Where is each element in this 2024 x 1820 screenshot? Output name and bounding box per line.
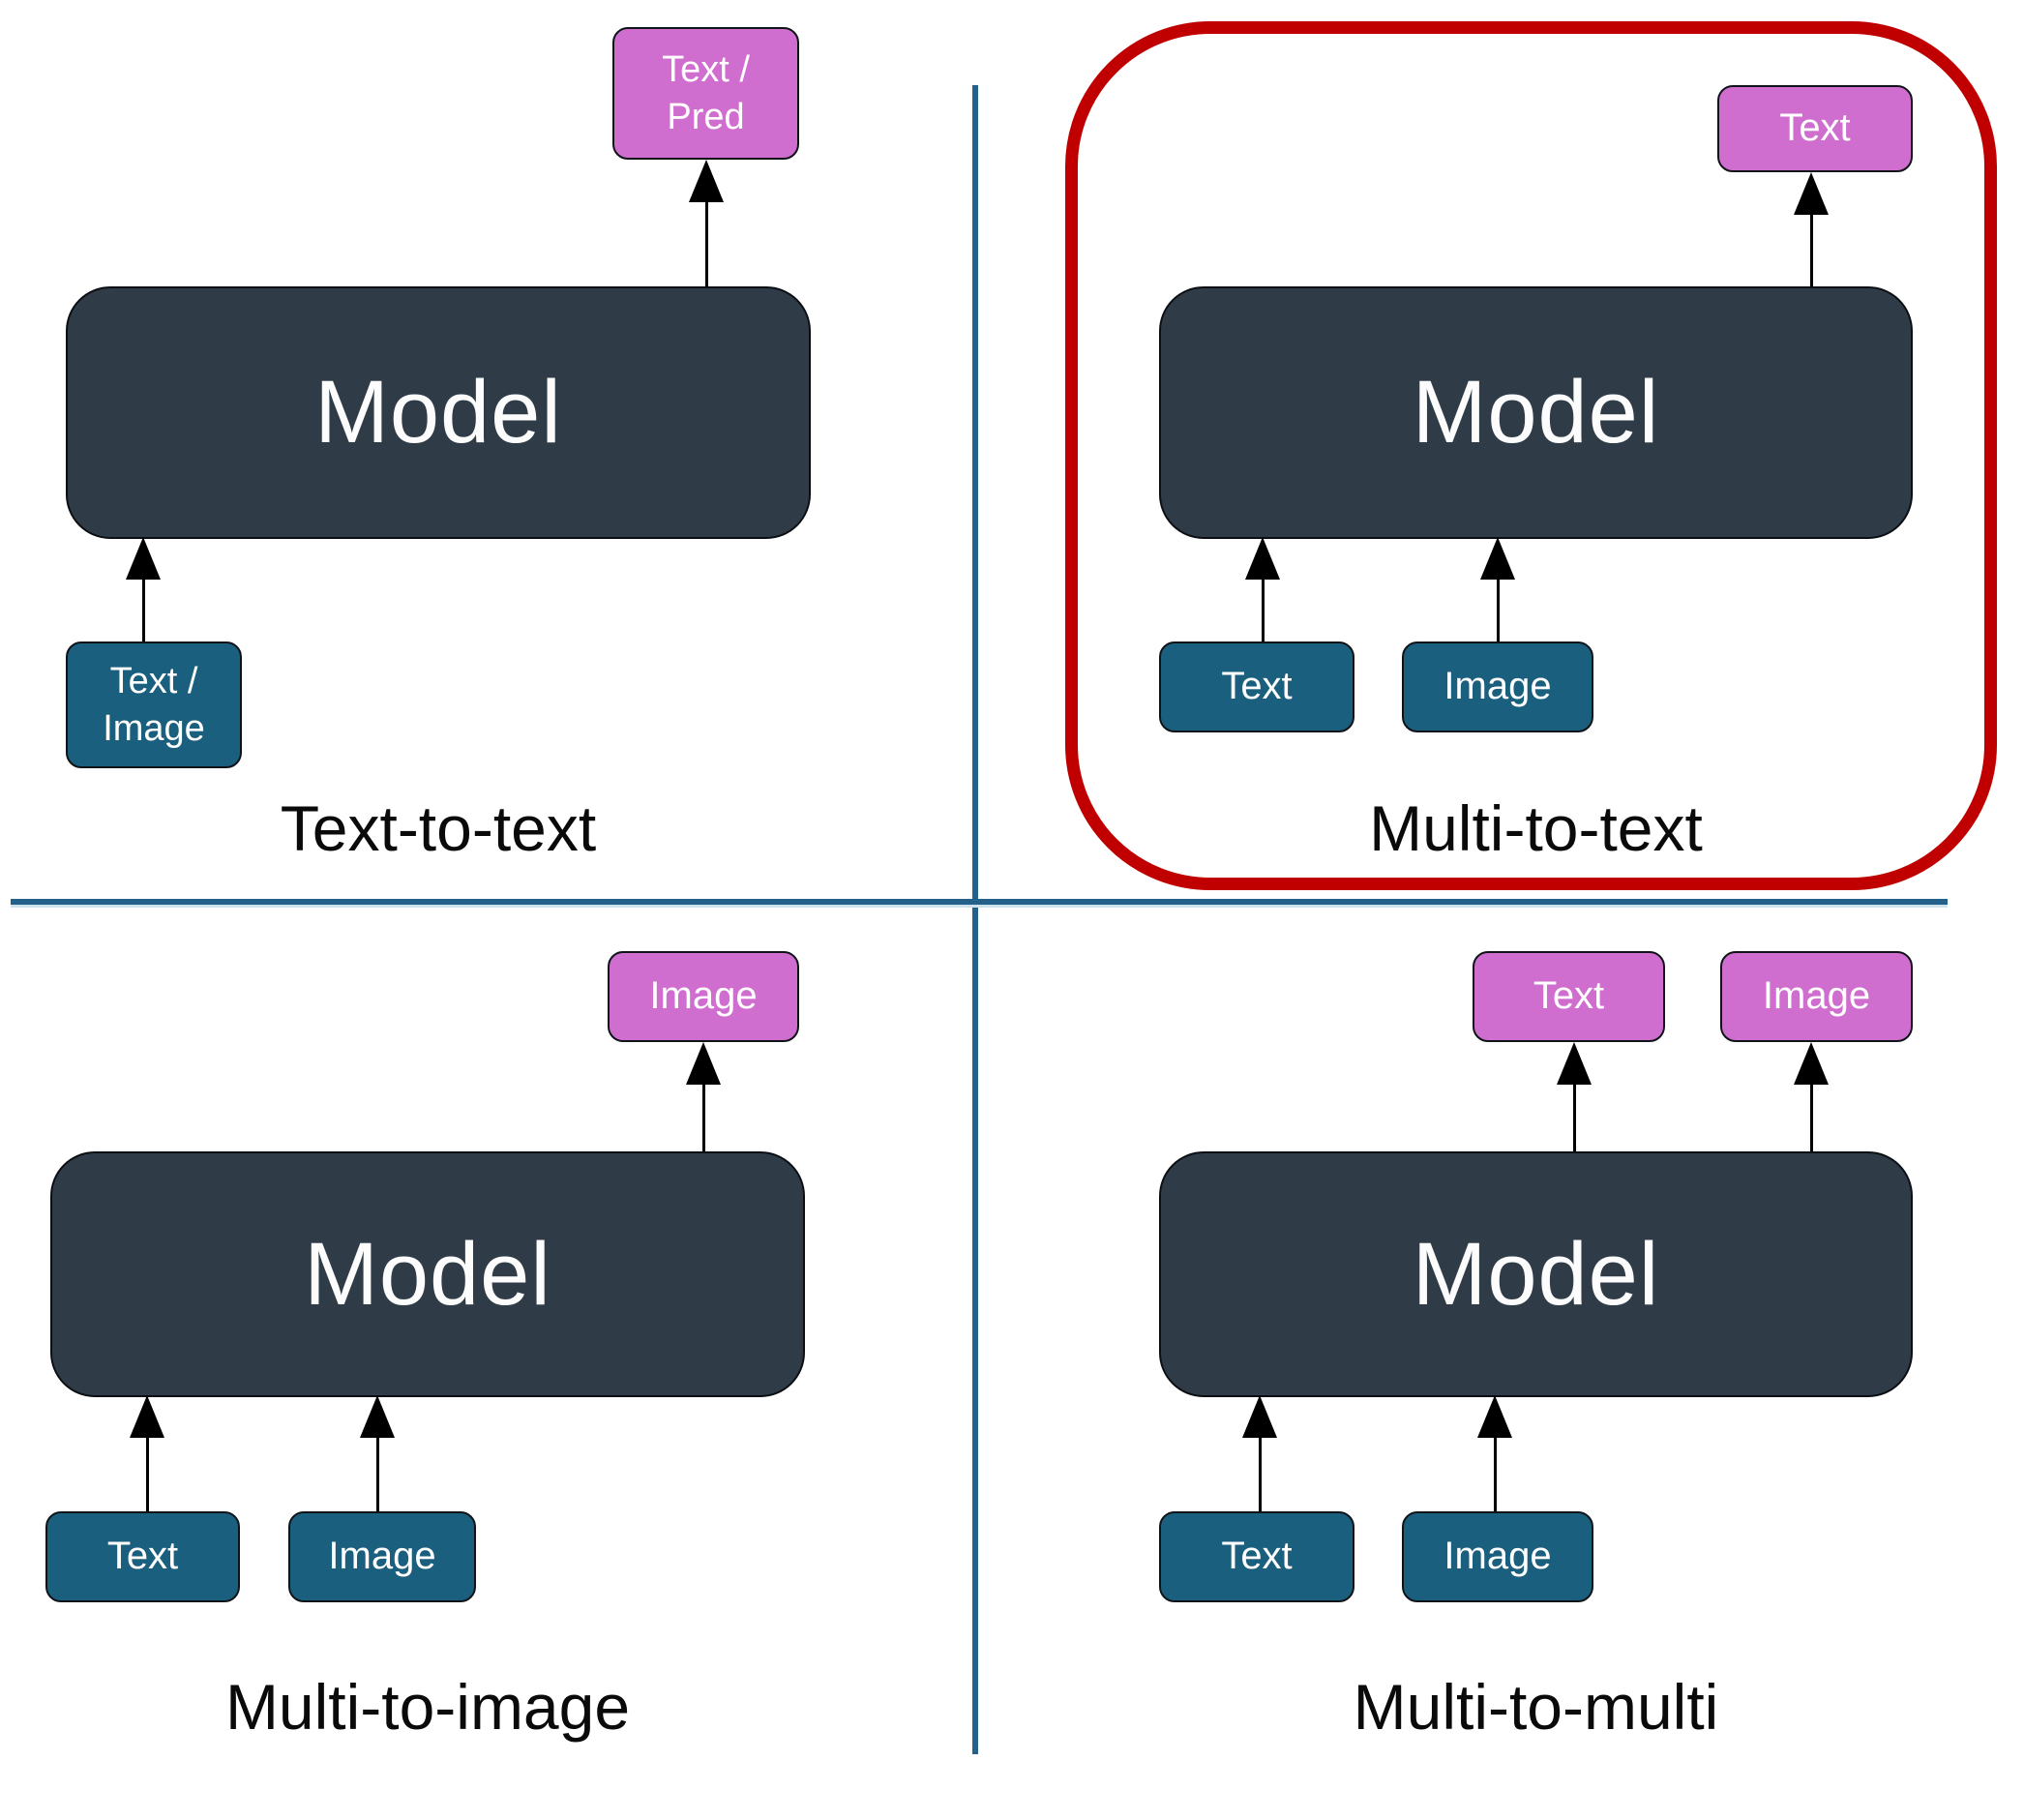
arrowhead: [1242, 1395, 1277, 1438]
output-box-label-line: Text: [1533, 974, 1605, 1018]
arrow-up: [1794, 172, 1829, 288]
output-box-label-line: Pred: [667, 96, 745, 137]
arrowhead: [686, 1042, 721, 1085]
model-box: Model: [1159, 1151, 1913, 1397]
model-box-label: Model: [1412, 1224, 1660, 1324]
input-box-label-line: Text: [1221, 1535, 1293, 1578]
input-box: Image: [1402, 641, 1593, 732]
input-box-label-line: Text: [106, 1535, 179, 1578]
arrow-up: [1245, 537, 1280, 641]
arrowhead: [126, 537, 161, 580]
arrow-up: [126, 537, 161, 641]
quadrant-label: Multi-to-text: [1369, 792, 1703, 864]
model-box: Model: [1159, 286, 1913, 539]
output-box-label-line: Image: [1762, 974, 1871, 1018]
output-box-label-line: Text /: [662, 48, 750, 90]
input-box: Text: [1159, 1511, 1354, 1602]
arrowhead: [360, 1395, 395, 1438]
input-box-label-line: Text: [1221, 665, 1293, 708]
arrow-up: [1794, 1042, 1829, 1153]
arrow-up: [360, 1395, 395, 1511]
quadrant-label: Multi-to-image: [224, 1671, 631, 1743]
arrowhead: [1477, 1395, 1512, 1438]
input-box: Text / Image: [66, 641, 242, 768]
arrow-shaft: [1258, 1438, 1262, 1511]
arrow-up: [1557, 1042, 1592, 1153]
arrow-shaft: [704, 202, 708, 288]
model-box-label: Model: [314, 363, 562, 462]
input-box: Text: [45, 1511, 240, 1602]
output-box-label-line: Image: [649, 974, 758, 1018]
input-box: Image: [288, 1511, 476, 1602]
model-box-label: Model: [1412, 363, 1660, 462]
model-box: Model: [50, 1151, 805, 1397]
arrow-up: [1477, 1395, 1512, 1511]
arrowhead: [1794, 172, 1829, 215]
input-box-label-line: Image: [1444, 665, 1552, 708]
quadrant-label: Multi-to-multi: [1353, 1671, 1719, 1743]
quadrant-label: Text-to-text: [280, 792, 597, 864]
arrow-up: [686, 1042, 721, 1153]
input-box-label-line: Image: [328, 1535, 436, 1578]
arrow-shaft: [1809, 1085, 1813, 1153]
output-box: Text / Pred: [612, 27, 799, 160]
input-box-label-line: Text /: [109, 660, 198, 701]
arrow-shaft: [1493, 1438, 1497, 1511]
input-box-label-line: Image: [103, 707, 205, 749]
input-box-label-line: Image: [1444, 1535, 1552, 1578]
arrow-shaft: [375, 1438, 379, 1511]
arrow-shaft: [701, 1085, 705, 1153]
output-box: Image: [608, 951, 799, 1042]
arrow-shaft: [1809, 215, 1813, 288]
arrowhead: [1794, 1042, 1829, 1085]
arrow-up: [1242, 1395, 1277, 1511]
model-box: Model: [66, 286, 811, 539]
arrowhead: [1557, 1042, 1592, 1085]
divider-horizontal: [11, 899, 1948, 908]
arrow-shaft: [1496, 580, 1500, 641]
arrowhead: [1245, 537, 1280, 580]
arrow-up: [130, 1395, 164, 1511]
highlight-ring: [1065, 21, 1997, 890]
arrow-shaft: [141, 580, 145, 641]
arrowhead: [1480, 537, 1515, 580]
input-box: Image: [1402, 1511, 1593, 1602]
output-box-label-line: Text: [1779, 106, 1851, 150]
arrowhead: [689, 160, 724, 202]
arrow-up: [1480, 537, 1515, 641]
output-box: Image: [1720, 951, 1913, 1042]
input-box: Text: [1159, 641, 1354, 732]
model-box-label: Model: [304, 1224, 551, 1324]
divider-vertical: [972, 85, 978, 1754]
output-box: Text: [1717, 85, 1913, 172]
output-box: Text: [1473, 951, 1665, 1042]
arrow-shaft: [1261, 580, 1265, 641]
arrow-shaft: [1572, 1085, 1576, 1153]
arrow-shaft: [145, 1438, 149, 1511]
arrowhead: [130, 1395, 164, 1438]
arrow-up: [689, 160, 724, 288]
